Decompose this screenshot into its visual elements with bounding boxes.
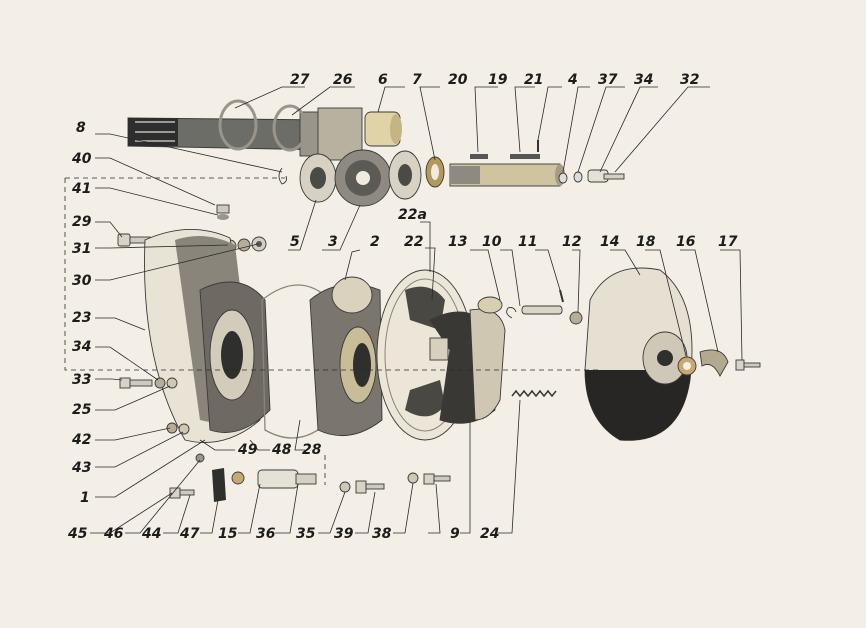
label-20: 20	[448, 72, 468, 88]
label-3: 3	[328, 234, 338, 250]
label-22: 22	[404, 234, 423, 250]
label-18: 18	[636, 234, 656, 250]
label-25: 25	[72, 402, 92, 418]
ball-bearing	[299, 153, 337, 203]
label-34: 34	[72, 339, 91, 355]
label-21: 21	[524, 72, 543, 88]
label-47: 47	[179, 526, 200, 542]
drum-housing	[309, 276, 383, 437]
label-19: 19	[488, 72, 508, 88]
parts-layer	[117, 99, 761, 502]
label-23: 23	[72, 310, 91, 326]
label-12: 12	[562, 234, 581, 250]
label-38: 38	[372, 526, 392, 542]
label-10: 10	[482, 234, 502, 250]
label-36: 36	[256, 526, 276, 542]
screw-17	[735, 359, 761, 371]
seal-ring	[425, 156, 445, 188]
output-shaft	[449, 140, 565, 187]
label-43: 43	[71, 460, 91, 476]
label-34-top: 34	[634, 72, 653, 88]
small-nut-46	[195, 453, 205, 463]
leader-lines	[64, 86, 743, 534]
label-4: 4	[567, 72, 578, 88]
label-30: 30	[72, 273, 92, 289]
label-26: 26	[333, 72, 353, 88]
bolt-38	[423, 473, 451, 485]
label-24: 24	[480, 526, 499, 542]
brake-shoes	[429, 296, 506, 424]
lock-tab-16	[699, 349, 729, 377]
washer-small-2	[573, 171, 583, 183]
end-bolt	[587, 169, 625, 183]
lever-47	[212, 468, 226, 502]
label-40: 40	[71, 151, 92, 167]
washer-39	[407, 472, 419, 484]
washer-15	[231, 471, 245, 485]
circlip	[278, 167, 287, 185]
label-42: 42	[71, 432, 91, 448]
label-22a: 22a	[398, 207, 427, 223]
bolt-35	[355, 480, 385, 494]
washer-12	[569, 311, 583, 325]
label-29: 29	[72, 214, 92, 230]
adjuster-36	[257, 469, 317, 489]
label-28: 28	[302, 442, 322, 458]
shoe-pin	[521, 289, 564, 315]
label-5: 5	[290, 234, 300, 250]
bearing-outer	[388, 150, 422, 200]
label-27: 27	[290, 72, 310, 88]
label-35: 35	[296, 526, 316, 542]
sprocket-gear	[334, 149, 392, 207]
label-6: 6	[378, 72, 388, 88]
bolt-33	[119, 377, 178, 389]
label-46: 46	[103, 526, 124, 542]
label-41: 41	[71, 181, 91, 197]
label-15: 15	[218, 526, 238, 542]
housing-flange	[144, 229, 271, 443]
label-7: 7	[412, 72, 422, 88]
label-45: 45	[67, 526, 88, 542]
part-labels: 27 26 6 7 20 19 21 4 37 34 32 8 40 41 29…	[67, 72, 738, 542]
label-13: 13	[448, 234, 467, 250]
label-33: 33	[72, 372, 91, 388]
label-32: 32	[680, 72, 699, 88]
shaft-bushing	[364, 111, 402, 147]
splined-shaft	[127, 107, 363, 161]
bolt-41	[216, 204, 230, 220]
label-8: 8	[76, 120, 86, 136]
label-1: 1	[80, 490, 90, 506]
spring-rings	[218, 99, 308, 152]
label-37: 37	[598, 72, 618, 88]
label-39: 39	[334, 526, 354, 542]
label-31: 31	[72, 241, 91, 257]
washer-small	[558, 172, 568, 184]
washer-35	[339, 481, 351, 493]
label-2: 2	[370, 234, 380, 250]
label-49: 49	[237, 442, 258, 458]
washer-43	[178, 423, 190, 435]
pin-clip	[506, 307, 517, 319]
return-spring	[511, 389, 557, 398]
label-9: 9	[450, 526, 460, 542]
label-48: 48	[271, 442, 292, 458]
label-44: 44	[141, 526, 161, 542]
washer-42	[166, 422, 178, 434]
label-14: 14	[600, 234, 619, 250]
drum-cover	[584, 267, 693, 441]
label-17: 17	[718, 234, 738, 250]
washer-18-hole	[683, 362, 691, 370]
bolt-44	[169, 487, 195, 499]
label-16: 16	[676, 234, 696, 250]
label-11: 11	[518, 234, 537, 250]
